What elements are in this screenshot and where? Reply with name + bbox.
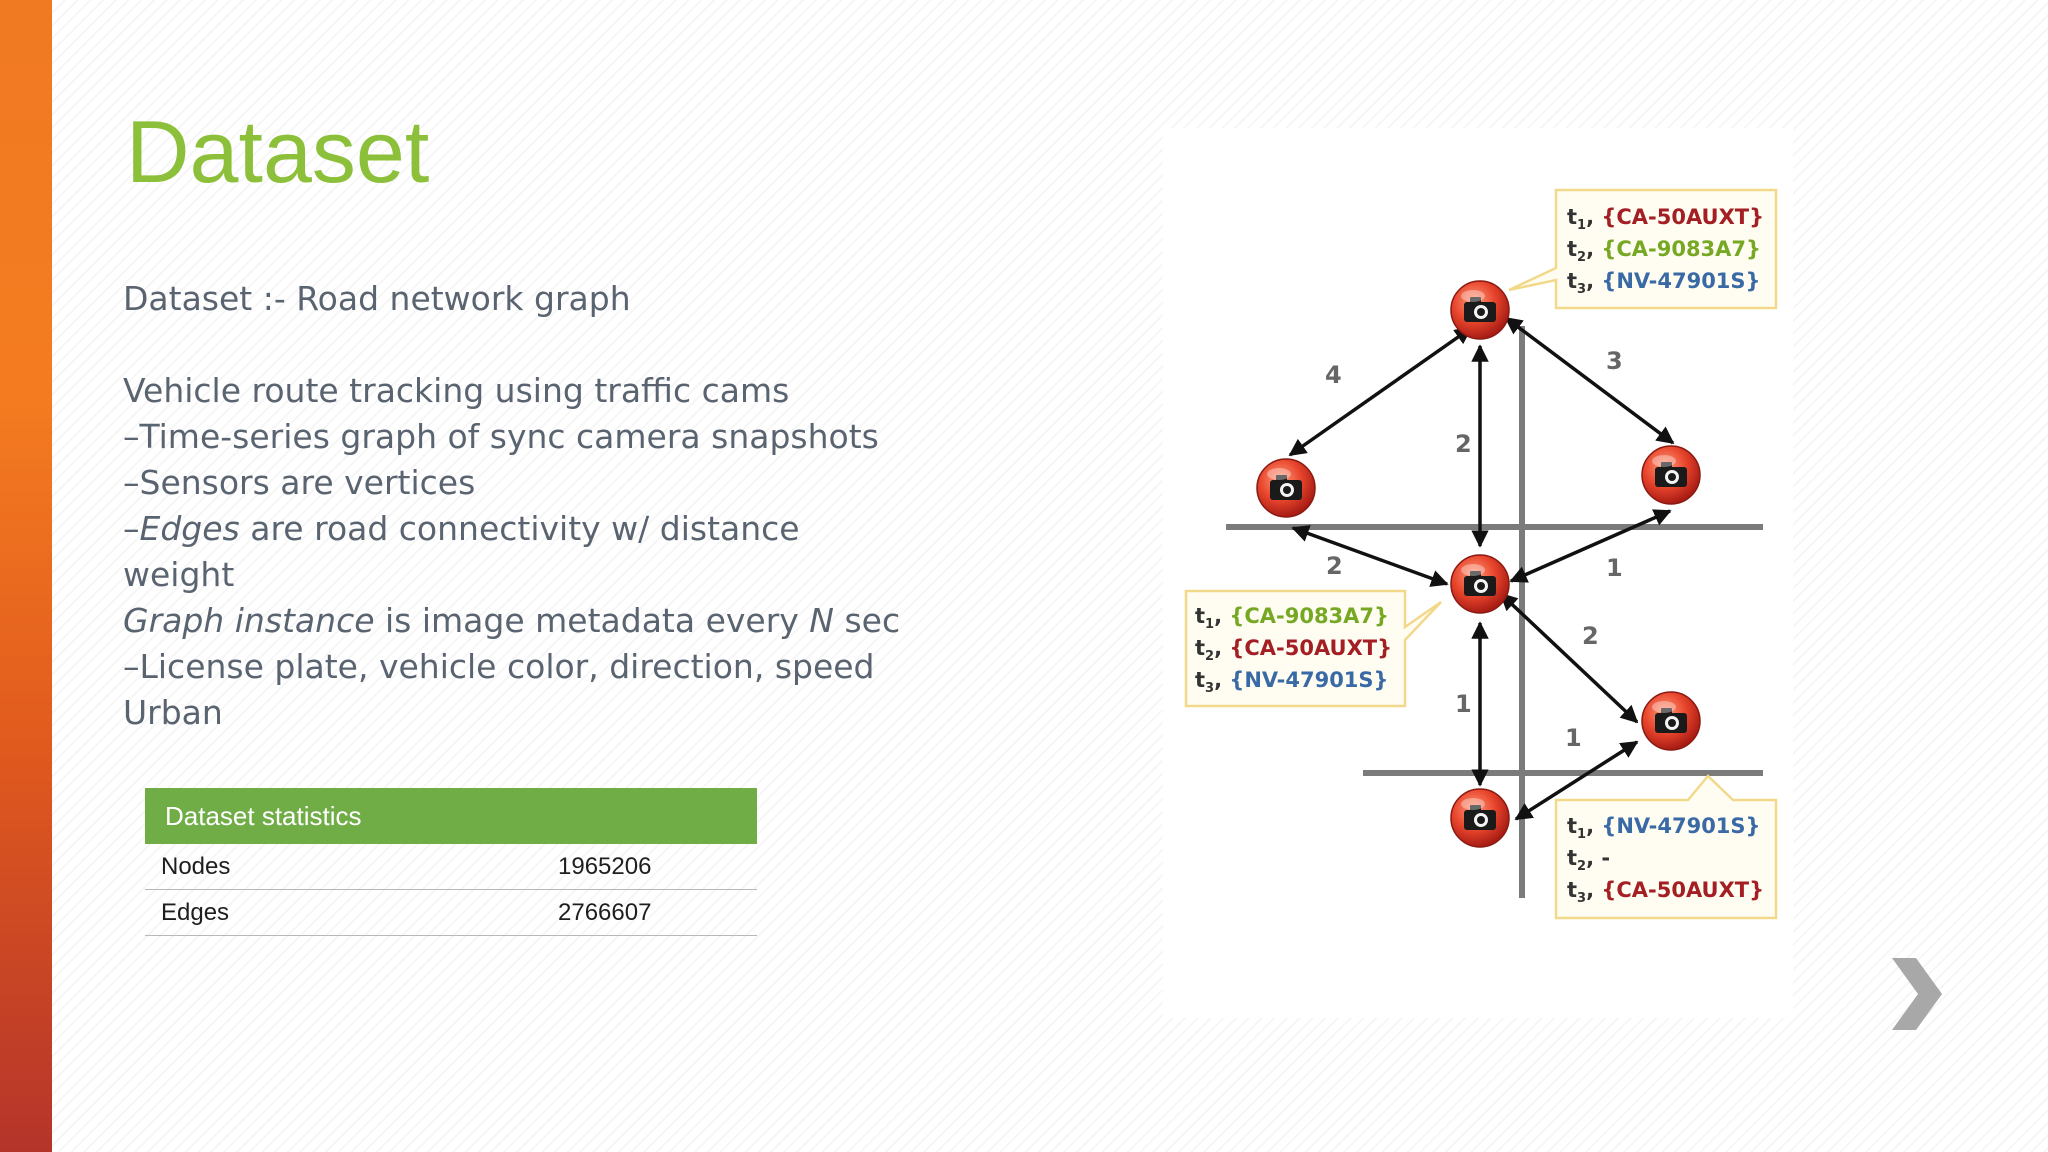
camera-icon: [1641, 445, 1701, 505]
emphasis-text: Edges: [139, 509, 240, 548]
emphasis-text: N: [809, 601, 834, 640]
chevron-right-icon[interactable]: [1886, 954, 1946, 1038]
table-cell-value: 2766607: [558, 899, 652, 926]
callout-line: t2, {CA-9083A7}: [1567, 237, 1761, 265]
edge-weight-label: 1: [1455, 690, 1472, 718]
callout-mid: [1184, 589, 1442, 708]
body-text-line: –License plate, vehicle color, direction…: [123, 644, 883, 690]
table-cell-value: 1965206: [558, 853, 652, 880]
body-text-fragment: Dataset :- Road network graph: [123, 279, 631, 318]
body-text-line: Urban: [123, 690, 883, 736]
body-text-line: Dataset :- Road network graph: [123, 276, 883, 322]
edge-weight-label: 4: [1325, 361, 1342, 389]
side-accent-bar: [0, 0, 52, 1152]
edge-weight-label: 2: [1455, 430, 1472, 458]
body-text-line: Graph instance is image metadata every N…: [123, 598, 900, 644]
callout-line: t3, {NV-47901S}: [1567, 269, 1761, 297]
camera-icon: [1256, 458, 1316, 518]
body-text-line: –Sensors are vertices: [123, 460, 883, 506]
body-text-fragment: –Sensors are vertices: [123, 463, 476, 502]
emphasis-text: Graph instance: [123, 601, 375, 640]
callout-top: [1508, 188, 1778, 310]
body-text-fragment: weight: [123, 555, 235, 594]
table-row: Edges 2766607: [145, 890, 757, 936]
edge-arrows: [1288, 316, 1675, 821]
camera-icon: [1641, 691, 1701, 751]
body-text-line: –Time-series graph of sync camera snapsh…: [123, 414, 883, 460]
edge-weight-label: 1: [1565, 724, 1582, 752]
table-cell-label: Edges: [161, 899, 230, 926]
body-text-fragment: Vehicle route tracking using traffic cam…: [123, 371, 790, 410]
camera-icon: [1450, 280, 1510, 340]
callout-line: t3, {NV-47901S}: [1195, 668, 1389, 696]
callout-line: t1, {NV-47901S}: [1567, 814, 1761, 842]
table-row: Nodes 1965206: [145, 844, 757, 890]
stats-table-header: Dataset statistics: [145, 788, 757, 844]
body-text-fragment: Urban: [123, 693, 223, 732]
edge-weight-label: 1: [1606, 554, 1623, 582]
table-cell-label: Nodes: [161, 853, 231, 880]
callout-line: t3, {CA-50AUXT}: [1567, 878, 1764, 906]
body-text-fragment: sec: [833, 601, 901, 640]
body-text-fragment: –License plate, vehicle color, direction…: [123, 647, 875, 686]
callout-line: t2, {CA-50AUXT}: [1195, 636, 1392, 664]
body-text-line: [123, 322, 883, 368]
edge-weight-label: 2: [1326, 552, 1343, 580]
body-text-fragment: –Time-series graph of sync camera snapsh…: [123, 417, 879, 456]
camera-icon: [1450, 554, 1510, 614]
camera-icon: [1450, 788, 1510, 848]
callout-bot: [1554, 774, 1778, 920]
body-text-fragment: are road connectivity w/ distance: [239, 509, 800, 548]
callout-line: t1, {CA-50AUXT}: [1567, 205, 1764, 233]
body-text-line: –Edges are road connectivity w/ distance: [123, 506, 883, 552]
callout-line: t1, {CA-9083A7}: [1195, 604, 1389, 632]
body-text-line: Vehicle route tracking using traffic cam…: [123, 368, 883, 414]
callout-line: t2, -: [1567, 846, 1610, 874]
edge-weight-label: 2: [1582, 622, 1599, 650]
body-text-fragment: –: [123, 509, 140, 548]
body-text-line: weight: [123, 552, 883, 598]
edge-weight-label: 3: [1606, 347, 1623, 375]
stats-table: Dataset statistics Nodes 1965206 Edges 2…: [145, 788, 757, 936]
road-network-figure: 4 2 3 2 1 2 1 1: [1163, 128, 1793, 1018]
body-text-fragment: is image metadata every: [374, 601, 810, 640]
slide-title: Dataset: [126, 102, 430, 201]
